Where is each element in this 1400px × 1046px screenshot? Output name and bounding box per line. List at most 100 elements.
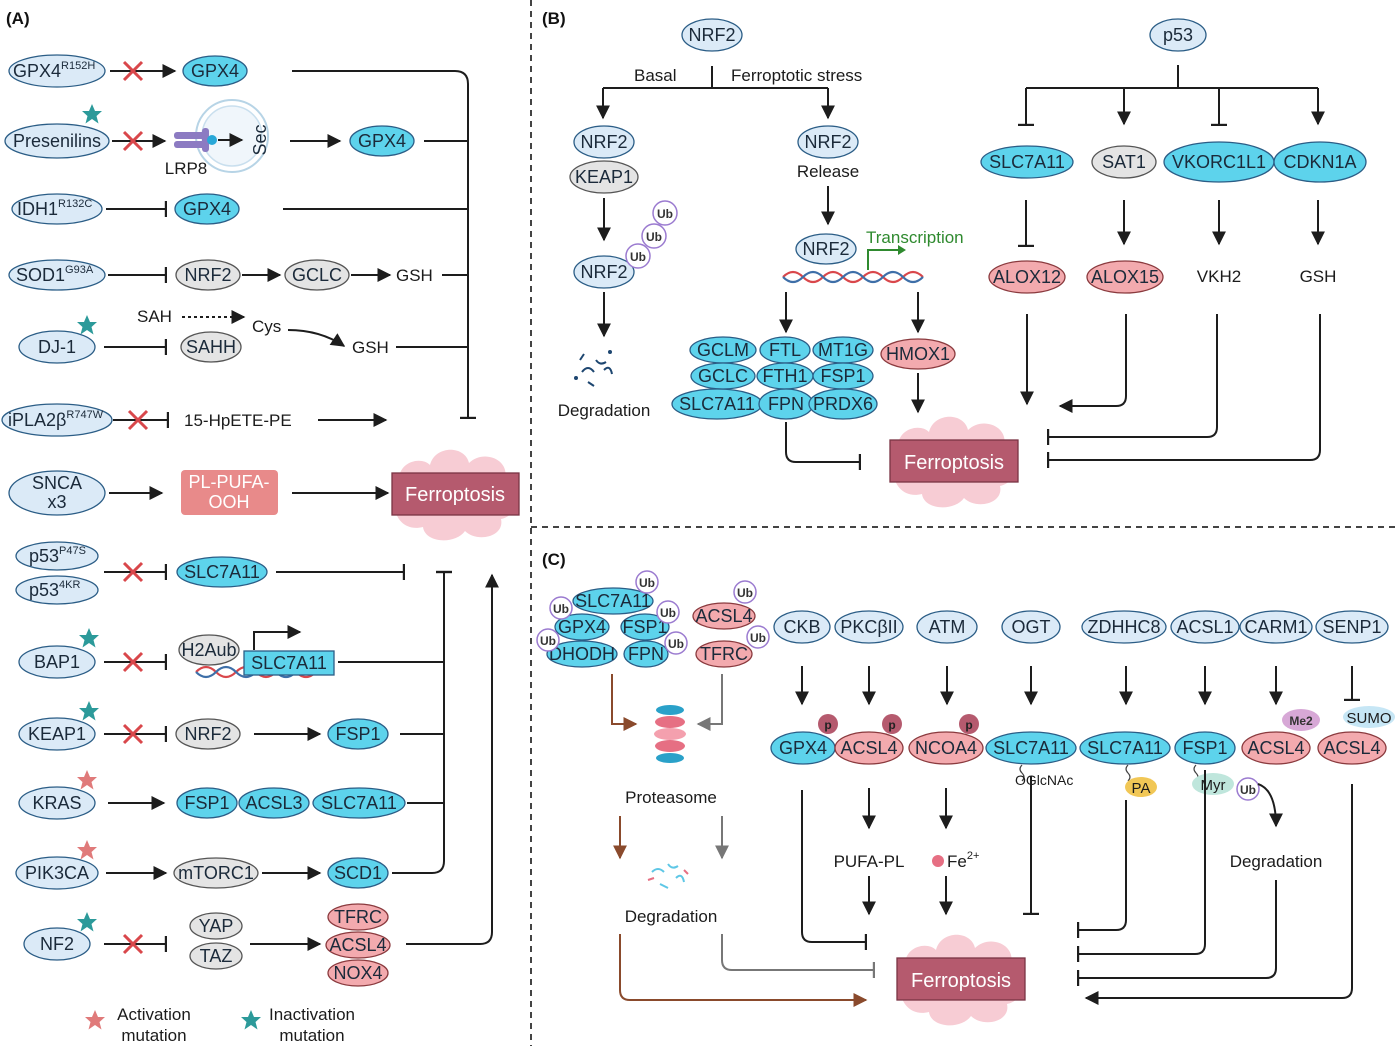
acsl4-target-c2: ACSL4 [1241,731,1311,765]
svg-text:p: p [888,718,895,732]
svg-text:p53P47S: p53P47S [29,545,86,566]
svg-text:KEAP1: KEAP1 [575,167,633,187]
cys-label: Cys [252,317,281,336]
svg-text:SENP1: SENP1 [1322,617,1381,637]
vkh2-label: VKH2 [1197,267,1241,286]
svg-text:FSP1: FSP1 [1182,738,1227,758]
svg-text:Ub: Ub [553,602,569,616]
svg-text:ALOX15: ALOX15 [1091,267,1159,287]
acsl3-node: ACSL3 [238,787,310,819]
svg-text:Ub: Ub [737,586,753,600]
sahh-node: SAHH [180,331,242,363]
svg-text:GCLM: GCLM [697,340,749,360]
me2-badge: Me2 [1282,709,1320,731]
svg-text:ACSL4: ACSL4 [695,606,752,626]
svg-text:Ub: Ub [540,634,556,648]
gpx4-target-c: GPX4 [770,731,836,765]
activation-star [77,770,97,790]
gsh-label-1: GSH [396,266,433,285]
pl-pufa-ooh-box: PL-PUFA- OOH [181,470,278,515]
acsl1-node: ACSL1 [1170,610,1240,644]
svg-text:IDH1R132C: IDH1R132C [17,198,92,219]
svg-text:Sec: Sec [250,124,270,155]
svg-text:TFRC: TFRC [700,644,748,664]
degradation-label-b: Degradation [558,401,651,420]
presenilins-node: Presenilins [4,123,110,159]
svg-text:Me2: Me2 [1289,714,1313,728]
gpx4-node-3: GPX4 [174,193,240,225]
nrf2-node-a2: NRF2 [175,718,241,750]
inactivation-star [79,628,99,648]
svg-text:p534KR: p534KR [29,579,81,600]
phospho-badge-1: p [818,714,838,734]
nrf2-ubiquitinated: NRF2 Ub Ub Ub [573,200,678,289]
inactivation-star [82,104,102,124]
svg-text:ACSL1: ACSL1 [1176,617,1233,637]
gsh-label-b: GSH [1300,267,1337,286]
dj1-node: DJ-1 [18,330,96,364]
svg-text:ACSL4: ACSL4 [1247,738,1304,758]
panel-b-label: (B) [542,9,566,28]
transcription-label: Transcription [866,228,964,247]
p53-node-b: p53 [1149,18,1207,52]
slc7a11-node-a3: SLC7A11 [312,787,406,819]
sod1-node: SOD1G93A [8,259,106,291]
svg-text:BAP1: BAP1 [34,652,80,672]
slc7a11-node-a1: SLC7A11 [176,556,268,588]
slc7a11-node-b: SLC7A11 [980,145,1074,179]
svg-text:TAZ: TAZ [200,946,233,966]
legend-inactivation-label-2: mutation [279,1026,344,1045]
fsp1-target-c: FSP1 [1174,731,1236,765]
svg-text:LRP8: LRP8 [165,159,208,178]
svg-text:OOH: OOH [208,492,249,512]
svg-text:CARM1: CARM1 [1244,617,1307,637]
svg-text:Ub: Ub [660,606,676,620]
inactivation-star [77,912,97,932]
svg-text:SLC7A11: SLC7A11 [251,653,327,673]
svg-text:Ub: Ub [668,637,684,651]
idh1-node: IDH1R132C [11,193,103,225]
svg-text:SCD1: SCD1 [334,863,382,883]
carm1-node: CARM1 [1239,610,1313,644]
svg-text:KRAS: KRAS [32,793,81,813]
svg-text:VKORC1L1: VKORC1L1 [1172,152,1266,172]
svg-text:p53: p53 [1163,25,1193,45]
sat1-node: SAT1 [1091,145,1157,179]
oglcnac-label: OGlcNAc [1015,772,1073,788]
svg-text:FSP1: FSP1 [184,793,229,813]
ub-badge-c: Ub [1236,777,1260,801]
release-label: Release [797,162,859,181]
panel-c-label: (C) [542,550,566,569]
svg-text:NRF2: NRF2 [184,265,231,285]
p53-p47s-node: p53P47S [15,541,99,571]
ferroptosis-box-a: Ferroptosis [391,472,520,516]
acsl4-node-a: ACSL4 [325,931,391,959]
svg-text:GPX4: GPX4 [558,617,606,637]
mtorc1-node: mTORC1 [173,857,259,889]
svg-text:CDKN1A: CDKN1A [1283,152,1356,172]
svg-text:NOX4: NOX4 [333,963,382,983]
dna-b [782,270,924,284]
svg-text:FSP1: FSP1 [622,617,667,637]
svg-text:Ub: Ub [750,631,766,645]
ckb-node: CKB [773,610,831,644]
svg-text:NRF2: NRF2 [580,262,627,282]
kras-node: KRAS [18,786,96,820]
inactivation-star [77,315,97,335]
svg-text:SLC7A11: SLC7A11 [575,591,651,611]
inactivation-star [79,701,99,721]
svg-text:NF2: NF2 [40,934,74,954]
ncoa4-target: NCOA4 [908,731,984,765]
legend-inactivation-star [241,1010,261,1030]
fsp1-node-a2: FSP1 [176,787,238,819]
svg-text:GPX4: GPX4 [191,61,239,81]
svg-text:GCLC: GCLC [698,366,748,386]
iron-dot [932,855,944,867]
svg-text:SNCA: SNCA [32,473,82,493]
svg-text:GPX4: GPX4 [183,199,231,219]
atm-node: ATM [916,610,978,644]
svg-text:Ub: Ub [639,576,655,590]
svg-text:SLC7A11: SLC7A11 [1087,738,1163,758]
svg-text:YAP: YAP [199,916,234,936]
